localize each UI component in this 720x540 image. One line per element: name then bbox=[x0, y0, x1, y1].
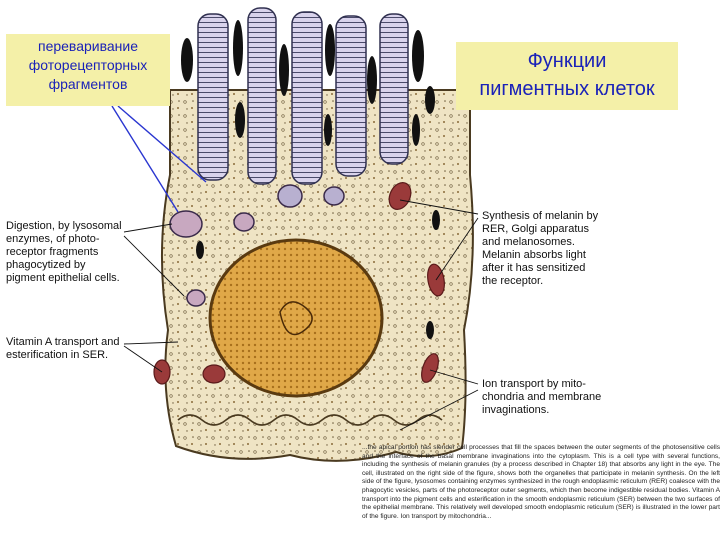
label-vitamin-a: Vitamin A transport and esterification i… bbox=[6, 336, 136, 362]
figure-caption: ...the apical portion has slender cell p… bbox=[362, 444, 720, 540]
label-ion-transport: Ion transport by mito- chondria and memb… bbox=[482, 378, 612, 417]
callout-digestion-ru: переваривание фоторецепторных фрагментов bbox=[6, 34, 170, 106]
page-title: Функции пигментных клеток bbox=[479, 50, 654, 100]
nucleus bbox=[210, 240, 382, 396]
title-box: Функции пигментных клеток bbox=[456, 42, 678, 110]
callout-digestion-ru-text: переваривание фоторецепторных фрагментов bbox=[29, 38, 147, 92]
label-melanin-synthesis: Synthesis of melanin by RER, Golgi appar… bbox=[482, 210, 612, 288]
label-digestion: Digestion, by lysosomal enzymes, of phot… bbox=[6, 220, 134, 285]
